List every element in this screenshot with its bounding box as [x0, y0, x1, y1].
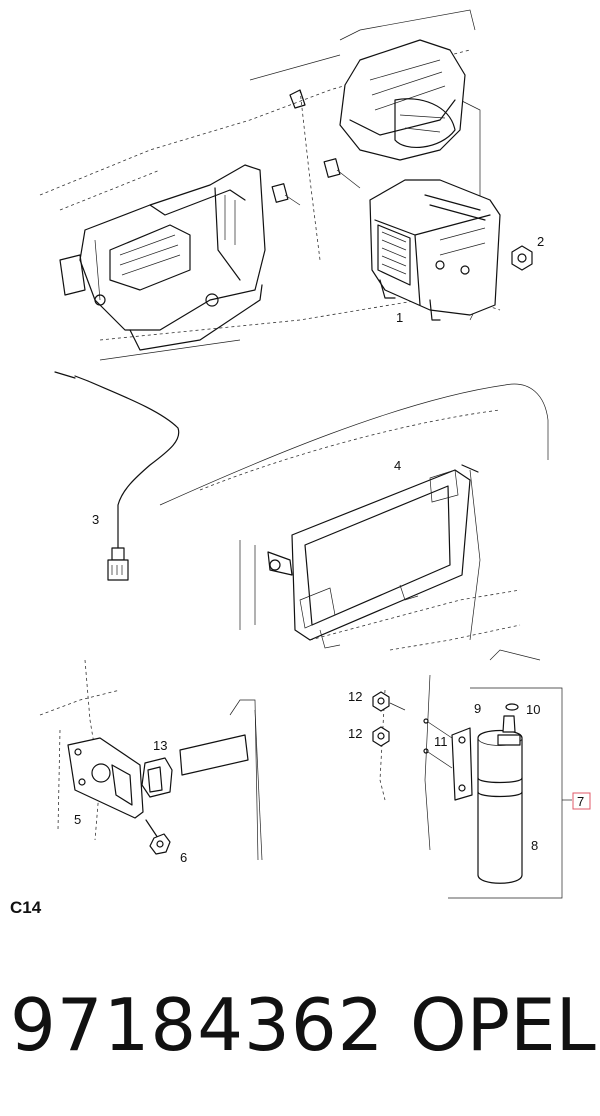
callout-13: 13: [153, 738, 167, 753]
callout-2: 2: [537, 234, 544, 249]
callout-labels: 1 2 3 4 5 6 13 12 12 9 10 11 8 7: [74, 234, 591, 865]
callout-11: 11: [434, 734, 448, 749]
nut-part-2: [511, 245, 533, 271]
brand-name: OPEL: [410, 983, 596, 1067]
callout-4: 4: [394, 458, 401, 473]
sensor-cable: [54, 371, 180, 581]
heater-box-housing: [59, 164, 266, 351]
callout-5: 5: [74, 812, 81, 827]
part-number: 97184362: [10, 983, 385, 1067]
bracket-line-part-7: [448, 687, 572, 899]
callout-7-highlight-box: [572, 792, 591, 810]
callout-7: 7: [577, 794, 584, 809]
bolt-part-6: [145, 819, 171, 855]
o-ring-part-10: [505, 703, 519, 711]
callout-9: 9: [474, 701, 481, 716]
front-body-outline: [159, 383, 549, 641]
bracket-part-11: [423, 718, 473, 801]
condenser: [267, 464, 479, 649]
nut-part-12-lower: [372, 726, 390, 747]
bracket-plate-part-5: [67, 737, 144, 819]
drier-area-outline: [379, 624, 541, 851]
blower-unit: [289, 39, 466, 161]
callout-6: 6: [180, 850, 187, 865]
callout-1: 1: [396, 310, 403, 325]
callout-8: 8: [531, 838, 538, 853]
callout-12-lower: 12: [348, 726, 362, 741]
callout-10: 10: [526, 702, 540, 717]
grommet-part-13: [141, 757, 173, 798]
exploded-parts-diagram: 1 2 3 4 5 6 13 12 12 9 10 11 8 7: [39, 9, 591, 899]
clips-top: [271, 158, 361, 206]
sheet-code: C14: [10, 898, 42, 917]
footer: 97184362 OPEL: [0, 975, 600, 1075]
evaporator-housing: [369, 179, 501, 321]
callout-12-upper: 12: [348, 689, 362, 704]
callout-3: 3: [92, 512, 99, 527]
nut-part-12-upper: [372, 691, 406, 712]
receiver-drier-part-8: [477, 715, 523, 884]
